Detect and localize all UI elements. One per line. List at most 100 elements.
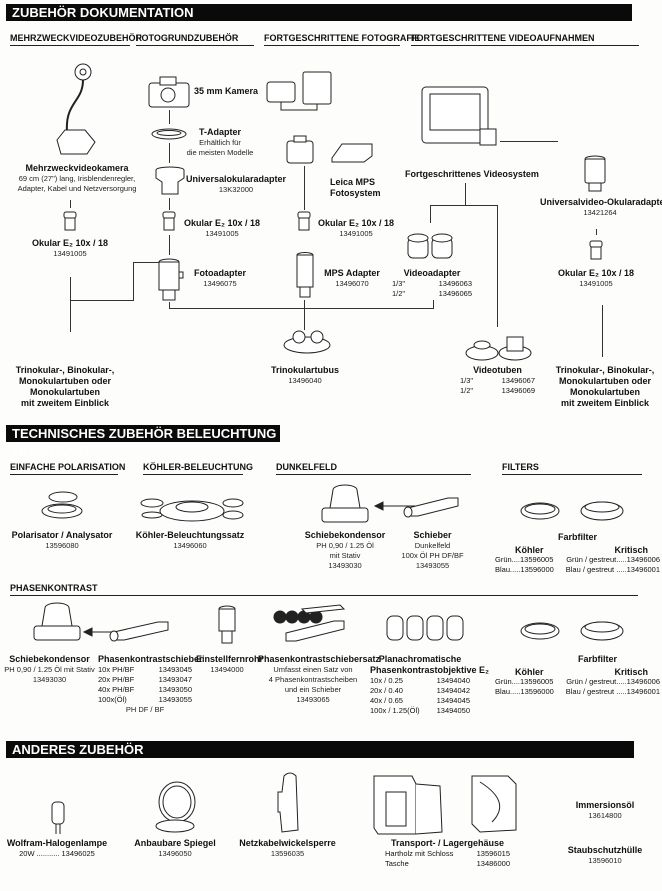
pkset-label: Phasenkontrastschiebersatz Umfasst einen… <box>258 654 380 705</box>
camera35-label: 35 mm Kamera <box>194 86 258 97</box>
oil-code: 13614800 <box>588 811 622 820</box>
ocular-icon <box>63 211 77 231</box>
tadapter-desc1: Erhältlich für <box>199 138 241 147</box>
ocular3-name: Okular E₂ 10x / 18 <box>317 218 395 228</box>
col-kritisch: Kritisch <box>614 545 648 555</box>
schiebekond1-l1: PH 0,90 / 1.25 Öl <box>316 541 374 550</box>
t-adapter-icon <box>151 128 187 140</box>
pkschieber-foot: PH DF / BF <box>125 705 165 714</box>
tubes-right-label: Trinokular-, Binokular-, Monokulartuben … <box>550 365 660 409</box>
row-value: 13494045 <box>436 696 470 705</box>
photo-adapter-icon <box>158 258 184 301</box>
connector-line <box>465 183 466 205</box>
trinocular-tube-icon <box>283 330 331 354</box>
pkset-l3: und ein Schieber <box>284 685 342 694</box>
col-kritisch: Kritisch <box>614 667 648 677</box>
connector-line <box>70 277 71 332</box>
row-value: 13493047 <box>158 675 192 684</box>
section-header-documentation: ZUBEHÖR DOKUMENTATION <box>6 4 632 21</box>
videotuben-name: Videotuben <box>473 365 522 375</box>
univocular-name: Universalokularadapter <box>186 174 287 184</box>
mirror-name: Anbaubare Spiegel <box>134 838 216 848</box>
oil-name: Immersionsöl <box>575 800 635 810</box>
cable-code: 13596035 <box>270 849 305 858</box>
arrow-left-icon <box>373 501 415 511</box>
ocular4-code: 13491005 <box>579 279 613 288</box>
row-key: 10x PH/BF <box>98 665 135 674</box>
cell: Grün / gestreut.....13496006 <box>566 555 660 564</box>
row-key: 20x PH/BF <box>98 675 135 684</box>
universal-video-adapter-icon <box>584 155 606 192</box>
einstell-code: 13494000 <box>210 665 244 674</box>
subhead-filters: FILTERS <box>502 462 642 475</box>
schieber-code: 13493055 <box>415 561 450 570</box>
farbfilter2-name: Farbfilter <box>577 654 617 664</box>
tubes-left-line: Trinokular-, Binokular-, <box>15 365 115 375</box>
tadapter-name: T-Adapter <box>198 127 241 137</box>
row-value: 13493045 <box>158 665 192 674</box>
koehler-code: 13496060 <box>173 541 207 550</box>
row-key: 1/2" <box>460 386 474 395</box>
row-key: 1/2" <box>392 289 406 298</box>
subhead-multipurpose-video: MEHRZWECKVIDEOZUBEHÖR <box>10 33 142 46</box>
schiebekond2-name: Schiebekondensor <box>9 654 90 664</box>
koehler-kit-icon <box>140 498 244 522</box>
einstell-name: Einstellfernrohr <box>196 654 264 664</box>
subhead-polarisation: EINFACHE POLARISATION <box>10 462 125 475</box>
slider-icon <box>109 621 169 642</box>
video-tube-icon <box>465 336 532 361</box>
video-camera-icon <box>56 63 96 155</box>
connector-line <box>169 198 170 210</box>
polar-label: Polarisator / Analysator 13596080 <box>2 530 122 551</box>
pkschieber-row: 100x(Öl)13493055 <box>98 695 192 705</box>
row-value: 13496063 <box>438 279 472 288</box>
videotuben-label: Videotuben 1/3"13496067 1/2"13496069 <box>460 365 535 396</box>
ocular1-code: 13491005 <box>53 249 87 258</box>
polar-name: Polarisator / Analysator <box>11 530 113 540</box>
planachro-label: Planachromatische Phasenkontrastobjektiv… <box>370 654 489 716</box>
ocular-icon <box>162 211 176 231</box>
cell: Blau / gestreut .....13496001 <box>565 687 660 696</box>
mps-adapter-icon <box>296 252 314 298</box>
row-key: 40x / 0.65 <box>370 696 403 705</box>
cover-label: Staubschutzhülle 13596010 <box>560 845 650 866</box>
fotoadapter-code: 13496075 <box>203 279 237 288</box>
lamp-row: 20W...........13496025 <box>19 849 95 858</box>
schiebekond1-label: Schiebekondensor PH 0,90 / 1.25 Öl mit S… <box>300 530 390 571</box>
univvideo-code: 13421264 <box>583 208 617 217</box>
ocular2-name: Okular E₂ 10x / 18 <box>183 218 261 228</box>
slider-icon <box>403 497 459 518</box>
ocular-icon <box>297 211 311 231</box>
mps-control-icon <box>331 143 373 163</box>
planachro-row: 100x / 1.25(Öl)13494050 <box>370 706 470 716</box>
schieber-l1: Dunkelfeld <box>414 541 451 550</box>
row-value: 13493050 <box>158 685 192 694</box>
slide-condenser-icon <box>33 602 81 641</box>
row-key: Hartholz mit Schloss <box>385 849 454 858</box>
tubes-left-label: Trinokular-, Binokular-, Monokulartuben … <box>10 365 120 409</box>
row-key: 1/3" <box>460 376 474 385</box>
schieber-l2: 100x Öl PH DF/BF <box>401 551 464 560</box>
mpsadapter-name: MPS Adapter <box>324 268 380 278</box>
multicam-name: Mehrzweckvideokamera <box>25 163 129 173</box>
polar-code: 13596080 <box>45 541 79 550</box>
schiebekond2-l1: PH 0,90 / 1.25 Öl mit Stativ <box>4 665 95 674</box>
fotoadapter-label: Fotoadapter 13496075 <box>190 268 250 289</box>
mps-camera-icon <box>266 71 332 111</box>
objectives-icon <box>386 615 464 641</box>
focusing-telescope-icon <box>218 605 236 644</box>
pkschieber-row: 10x PH/BF 13493045 <box>98 665 192 675</box>
case-name: Transport- / Lagergehäuse <box>390 838 505 848</box>
connector-line <box>497 205 498 327</box>
row-key: 100x(Öl) <box>98 695 127 704</box>
connector-line <box>430 205 431 223</box>
row-key: 100x / 1.25(Öl) <box>370 706 420 715</box>
videoadapter-name: Videoadapter <box>403 268 461 278</box>
mpsadapter-code: 13496070 <box>335 279 369 288</box>
row-key: 20x / 0.40 <box>370 686 403 695</box>
videoadapter-row: 1/2"13496065 <box>392 289 472 299</box>
connector-line <box>430 205 498 206</box>
